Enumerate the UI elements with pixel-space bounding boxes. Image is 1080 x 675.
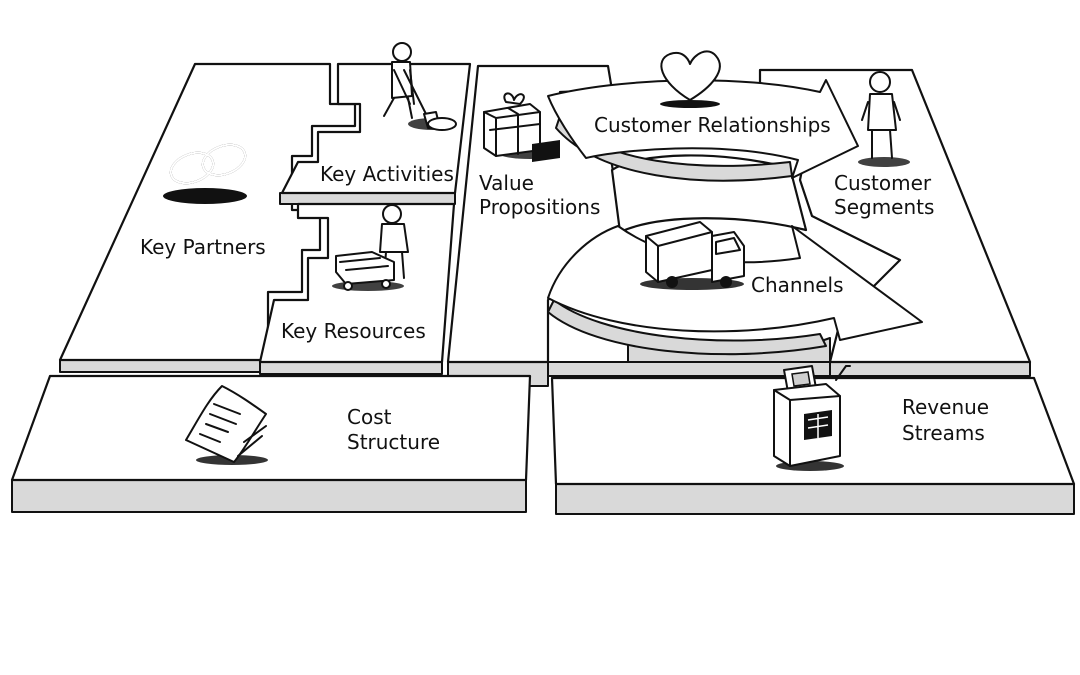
person-with-cart-icon: [332, 204, 409, 291]
label-customer-segments: Customer Segments: [834, 171, 938, 219]
block-key-activities: [279, 62, 472, 205]
standing-customer-icon: [858, 71, 910, 167]
block-cost-structure: [10, 374, 532, 513]
label-cost-structure: Cost Structure: [347, 405, 440, 454]
label-key-resources: Key Resources: [281, 319, 426, 343]
label-channels: Channels: [751, 273, 844, 297]
linked-rings-icon: [163, 143, 247, 204]
label-value-propositions: Value Propositions: [479, 171, 600, 219]
label-customer-relationships: Customer Relationships: [594, 113, 831, 137]
worker-digging-icon: [383, 42, 457, 131]
heart-icon: [660, 50, 721, 108]
delivery-truck-icon: [640, 221, 745, 290]
cash-register-icon: [773, 365, 851, 471]
label-revenue-streams: Revenue Streams: [902, 395, 995, 445]
customer-relationships-arrow: [547, 79, 859, 182]
label-key-activities: Key Activities: [320, 162, 454, 186]
label-key-partners: Key Partners: [140, 235, 266, 259]
block-revenue-streams: [550, 376, 1076, 515]
gift-box-icon: [483, 92, 560, 162]
invoice-document-icon: [185, 385, 268, 465]
